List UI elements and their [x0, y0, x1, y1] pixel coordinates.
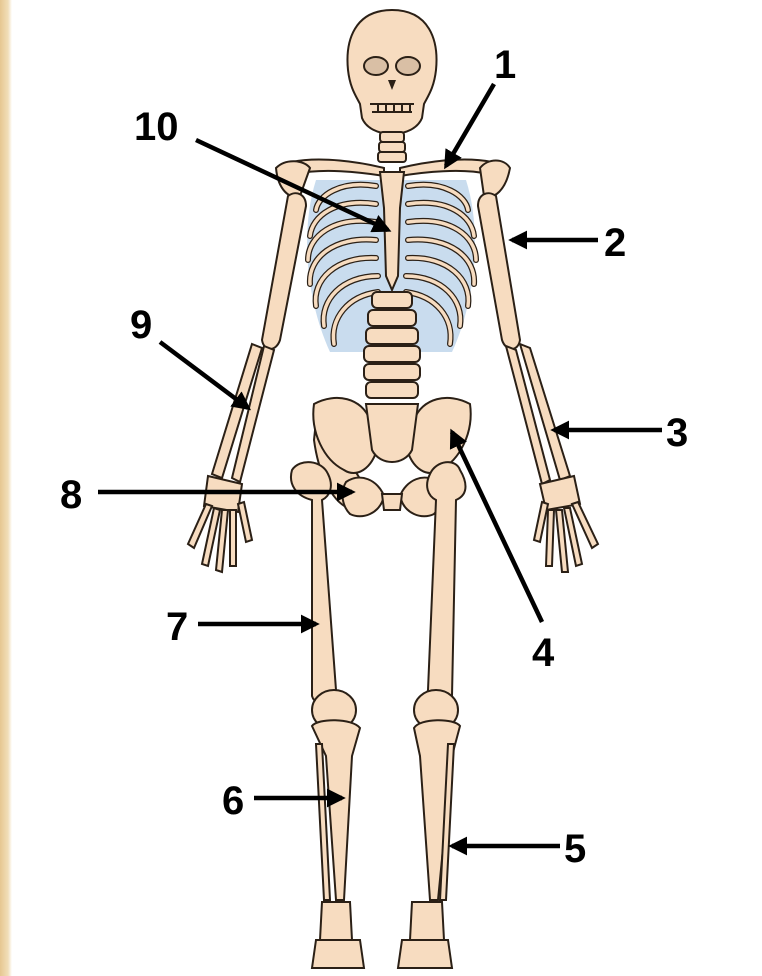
skeleton [188, 10, 598, 968]
label-10: 10 [134, 105, 179, 149]
arm-right [478, 193, 598, 572]
cervical-spine [378, 132, 406, 162]
label-3: 3 [666, 411, 688, 455]
label-1: 1 [494, 43, 516, 87]
skull [348, 10, 437, 134]
leg-left [291, 462, 364, 968]
label-7: 7 [166, 605, 188, 649]
arrow-9 [160, 342, 248, 408]
label-6: 6 [222, 779, 244, 823]
label-8: 8 [60, 473, 82, 517]
leg-right [398, 462, 466, 968]
label-5: 5 [564, 827, 586, 871]
label-4: 4 [532, 631, 555, 675]
arrow-4 [452, 432, 542, 622]
label-9: 9 [130, 303, 152, 347]
arm-left [188, 193, 306, 572]
label-2: 2 [604, 221, 626, 265]
arrow-1 [446, 84, 494, 166]
